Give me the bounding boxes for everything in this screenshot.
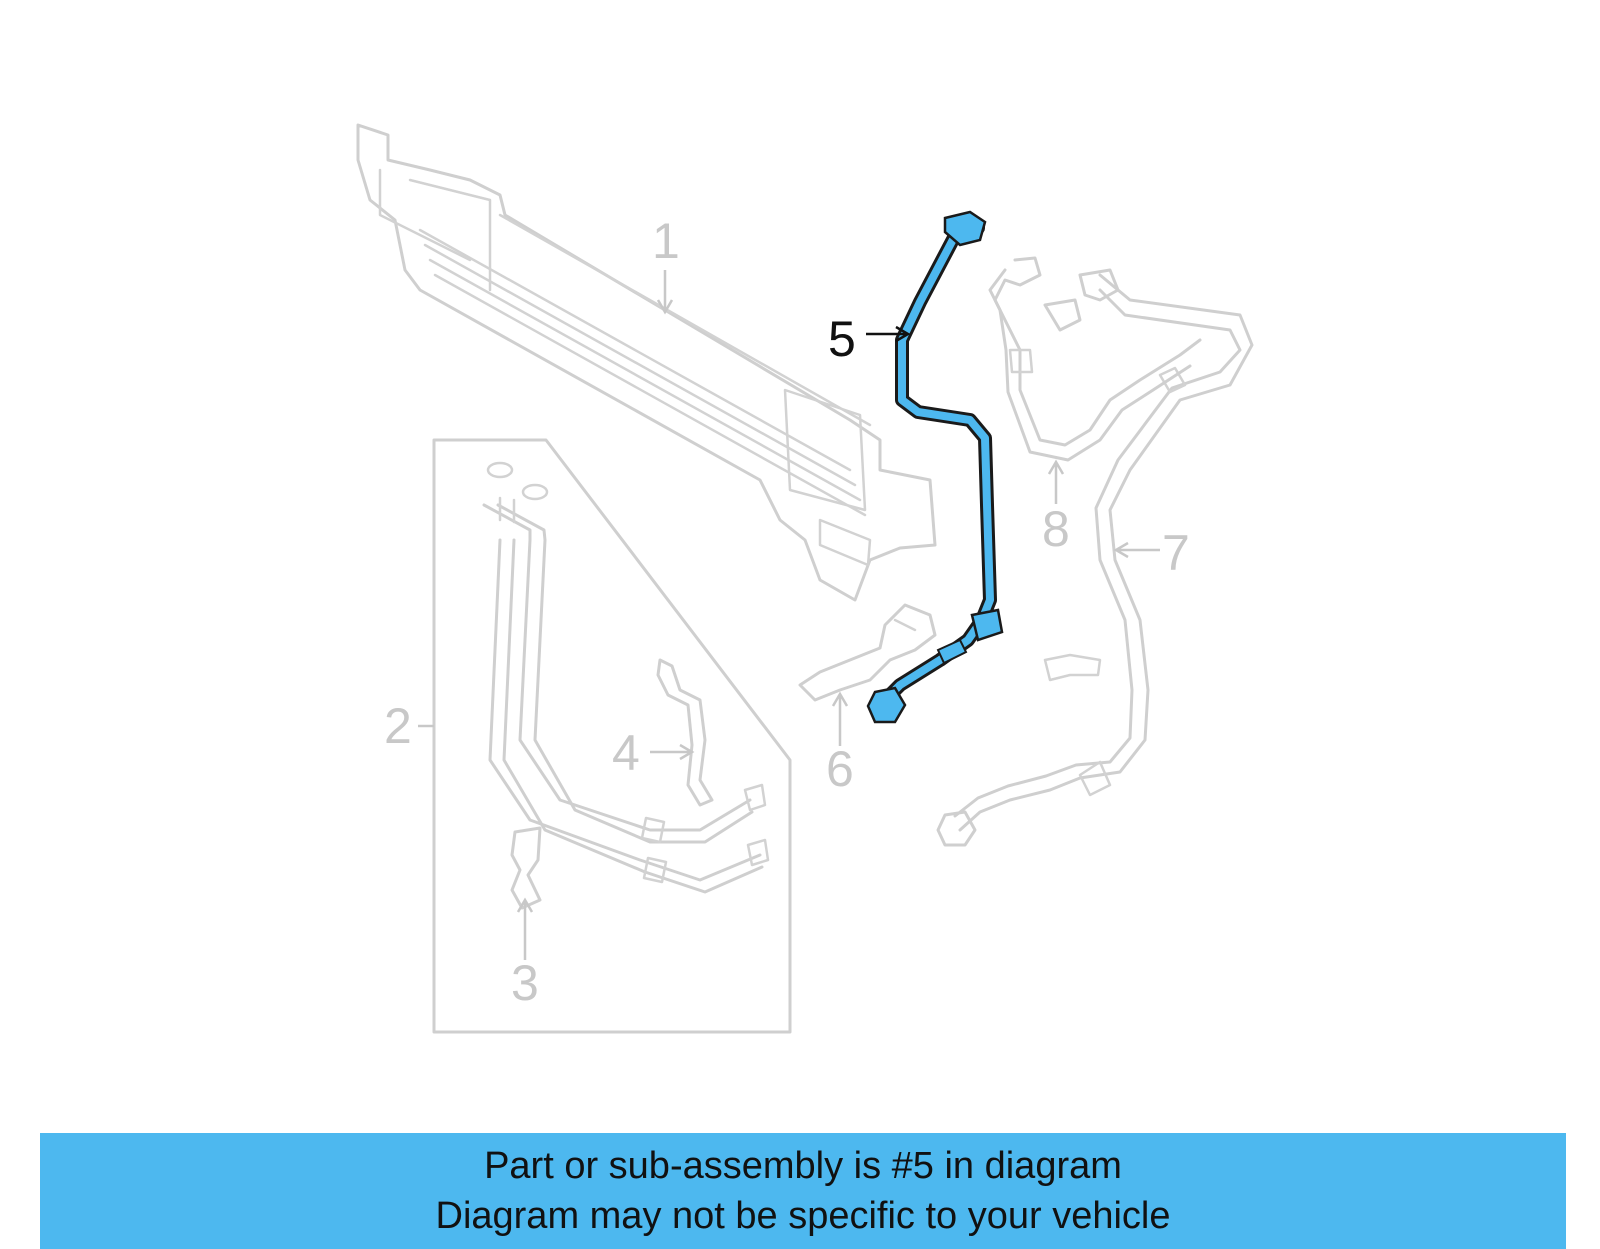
callout-1-leader [656, 270, 674, 315]
part-7-cooler-return-line [936, 273, 1254, 847]
callout-6: 6 [826, 741, 854, 797]
callout-8: 8 [1042, 501, 1070, 557]
callout-3-leader [516, 897, 534, 960]
part-2-cooler-line-assembly [482, 461, 770, 894]
part-8-cooler-pressure-line [988, 256, 1202, 462]
part-5-highlighted-hose [866, 210, 1004, 724]
callout-7-leader [1113, 541, 1160, 559]
inset-box [432, 438, 792, 1034]
part-1-oil-cooler [356, 123, 937, 602]
callout-4-leader [650, 743, 695, 761]
callout-5-leader [866, 325, 911, 343]
part-3-clip [510, 826, 542, 910]
banner-line-2: Diagram may not be specific to your vehi… [435, 1195, 1171, 1237]
callout-4: 4 [612, 725, 640, 781]
callout-6-leader [831, 691, 849, 746]
banner-line-1: Part or sub-assembly is #5 in diagram [484, 1145, 1122, 1187]
callout-7: 7 [1162, 525, 1190, 581]
part-6-bracket [798, 603, 937, 702]
callout-2: 2 [384, 698, 412, 754]
callout-1: 1 [652, 213, 680, 269]
callout-8-leader [1047, 459, 1065, 504]
part-4-bracket [656, 658, 714, 807]
callout-5: 5 [828, 311, 856, 367]
info-banner: Part or sub-assembly is #5 in diagram Di… [40, 1133, 1566, 1249]
callout-3: 3 [511, 955, 539, 1011]
